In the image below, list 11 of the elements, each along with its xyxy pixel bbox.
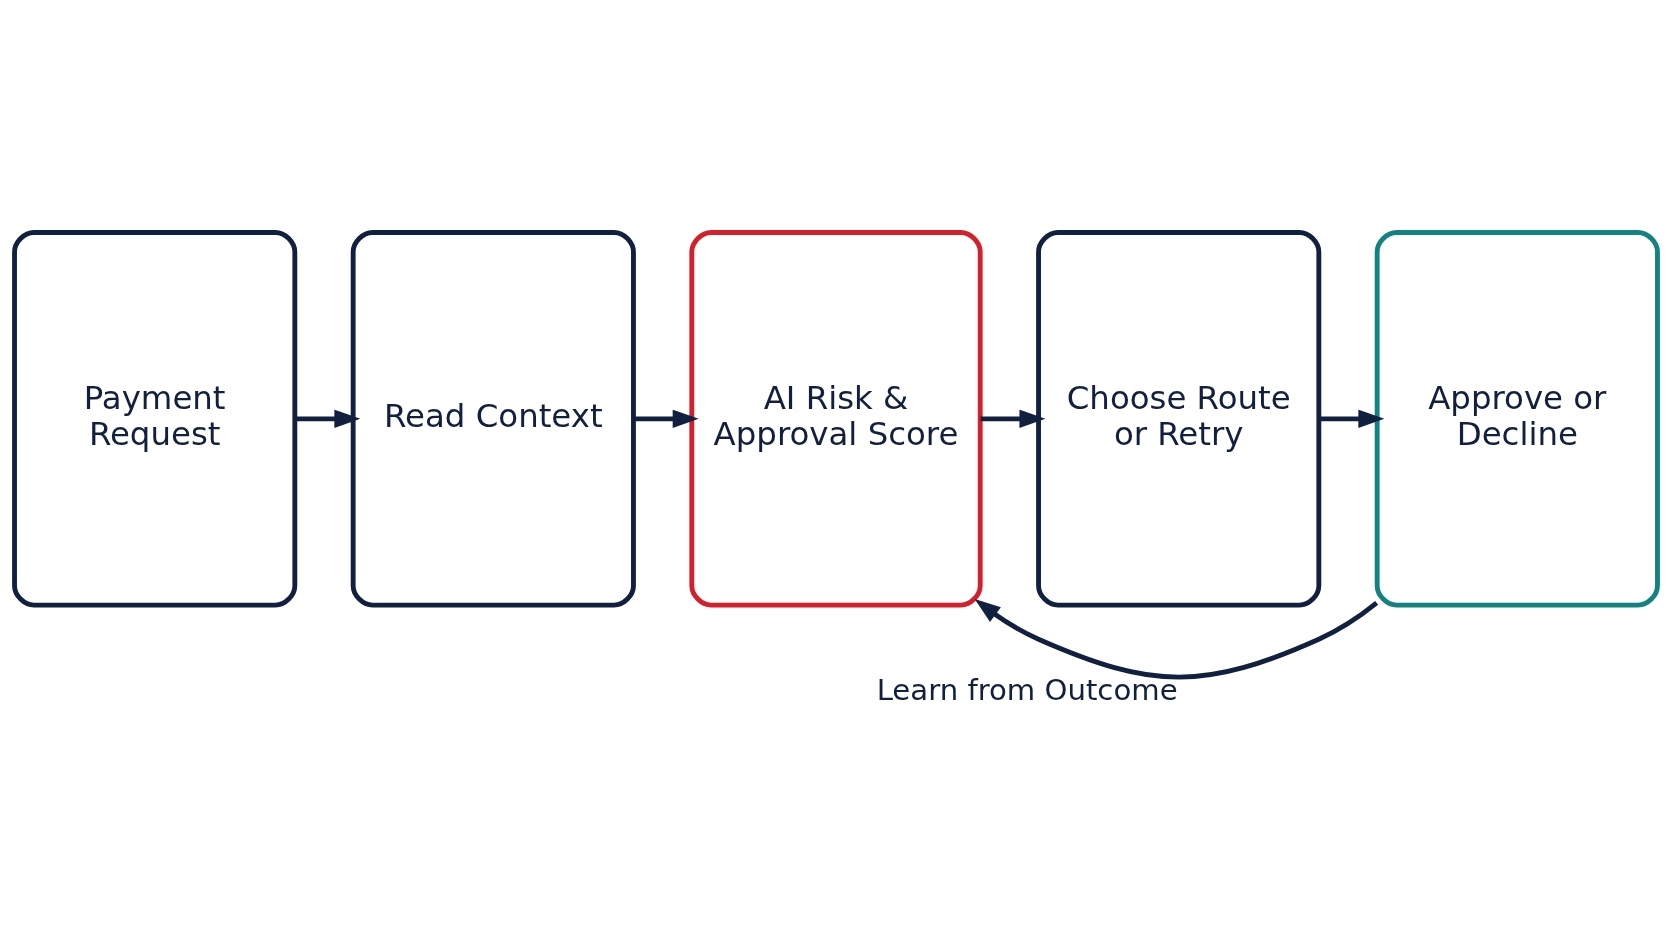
arrow	[633, 409, 699, 428]
node-box: Read Context	[350, 229, 636, 608]
edge-label: Learn from Outcome	[876, 672, 1178, 707]
node-box: Choose Route or Retry	[1036, 229, 1322, 608]
arrow	[1319, 409, 1385, 428]
node-box: Approve or Decline	[1374, 229, 1660, 608]
node-box: AI Risk & Approval Score	[689, 229, 983, 608]
arrow	[974, 598, 1379, 679]
arrow	[980, 409, 1046, 428]
node-box: Payment Request	[12, 229, 298, 608]
arrow	[295, 409, 361, 428]
